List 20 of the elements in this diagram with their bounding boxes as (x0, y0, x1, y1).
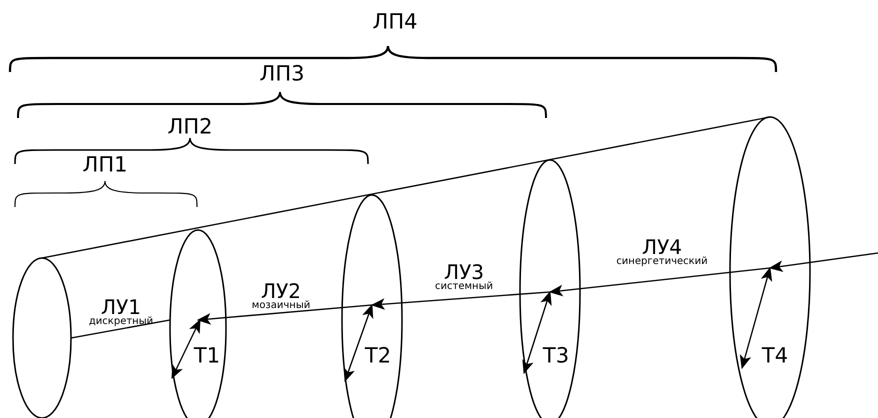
arrow (548, 267, 770, 296)
bracket-label: ЛП2 (168, 116, 212, 138)
arrow (370, 291, 550, 310)
segment-label: ЛУ1 (101, 297, 141, 317)
segment-caption: синергетический (616, 257, 708, 267)
radius-label: T4 (762, 346, 788, 366)
arrow (196, 304, 372, 325)
segment-caption: системный (435, 282, 493, 292)
segment-caption: мозаичный (252, 301, 310, 311)
segment-label: ЛУ2 (261, 281, 301, 301)
bracket-label: ЛП4 (372, 12, 418, 32)
arrow (768, 252, 878, 272)
segment-label: ЛУ4 (642, 237, 682, 257)
radius-label: T3 (542, 346, 570, 366)
bracket-label: ЛП3 (260, 64, 304, 84)
segment-caption: дискретный (88, 317, 154, 327)
radius-label: T2 (364, 346, 392, 366)
bracket-label: ЛП1 (82, 154, 128, 176)
radius-label: T1 (194, 346, 220, 366)
segment-label: ЛУ3 (444, 262, 484, 282)
